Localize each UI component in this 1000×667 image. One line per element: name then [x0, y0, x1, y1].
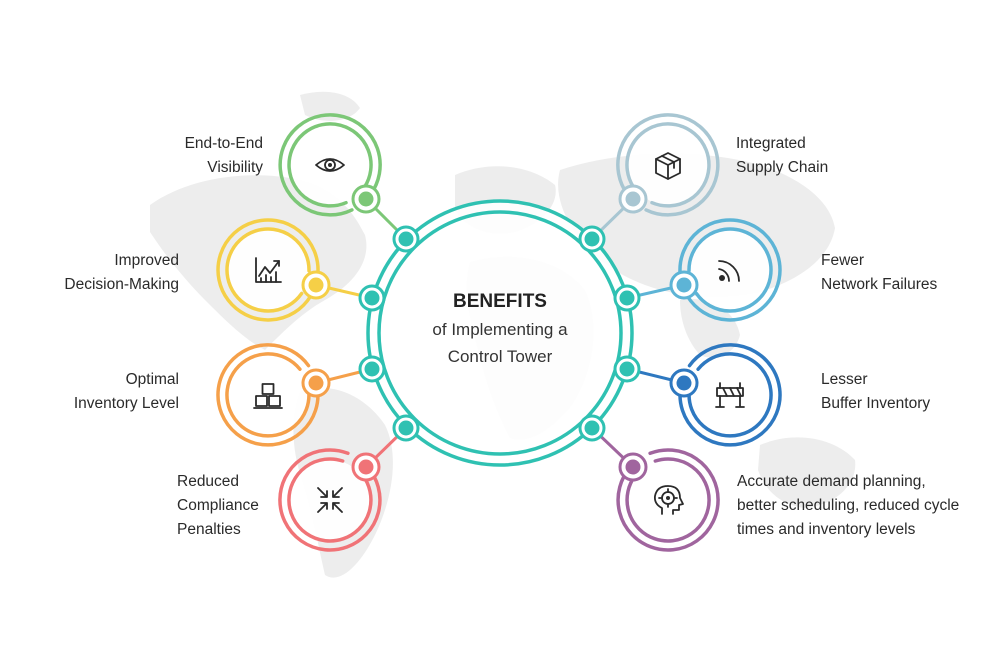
label-reduced-compliance-penalties: Reduced Compliance Penalties	[177, 473, 259, 538]
eye-icon	[315, 158, 345, 172]
label-end-to-end-visibility: End-to-End Visibility	[184, 135, 263, 176]
center-subtitle-line2: Control Tower	[447, 347, 553, 366]
node-dot-left-2	[308, 277, 324, 293]
center-attach-dot-right-2	[619, 290, 635, 306]
target-head-icon	[653, 485, 684, 515]
center-attach-dot-left-1	[398, 231, 414, 247]
compress-arrows-icon	[317, 487, 343, 513]
center-heading: BENEFITS of Implementing a Control Tower	[400, 288, 600, 370]
benefit-node-right-4	[578, 414, 720, 552]
benefit-node-right-2	[613, 218, 782, 322]
node-dot-right-2	[676, 277, 692, 293]
center-subtitle-line1: of Implementing a	[432, 320, 568, 339]
center-attach-dot-left-3	[364, 361, 380, 377]
node-dot-right-4	[625, 459, 641, 475]
label-integrated-supply-chain: Integrated Supply Chain	[736, 135, 829, 176]
center-attach-dot-right-1	[584, 231, 600, 247]
node-dot-left-3	[308, 375, 324, 391]
benefit-node-left-1	[278, 113, 420, 253]
label-lesser-buffer-inventory: Lesser Buffer Inventory	[821, 371, 931, 412]
stacked-boxes-icon	[253, 383, 283, 409]
label-accurate-demand-planning: Accurate demand planning, better schedul…	[737, 473, 960, 538]
center-attach-dot-left-4	[398, 420, 414, 436]
node-dot-left-4	[358, 459, 374, 475]
node-dot-right-3	[676, 375, 692, 391]
center-ring	[366, 199, 634, 467]
node-dot-left-1	[358, 191, 374, 207]
label-fewer-network-failures: Fewer Network Failures	[821, 252, 938, 293]
line-chart-icon	[255, 257, 282, 283]
label-improved-decision-making: Improved Decision-Making	[64, 252, 179, 293]
benefit-nodes	[216, 113, 782, 552]
label-optimal-inventory-level: Optimal Inventory Level	[73, 371, 179, 412]
package-box-icon	[655, 152, 681, 180]
node-dot-right-1	[625, 191, 641, 207]
barrier-icon	[715, 382, 745, 408]
benefit-node-left-3	[216, 343, 386, 447]
benefit-node-left-2	[216, 218, 386, 322]
benefit-node-right-3	[613, 343, 782, 447]
benefit-node-left-4	[278, 414, 420, 552]
benefit-node-right-1	[578, 113, 720, 253]
center-attach-dot-right-4	[584, 420, 600, 436]
rss-signal-icon	[718, 260, 740, 282]
center-attach-dot-right-3	[619, 361, 635, 377]
center-title: BENEFITS	[453, 291, 547, 312]
center-attach-dot-left-2	[364, 290, 380, 306]
